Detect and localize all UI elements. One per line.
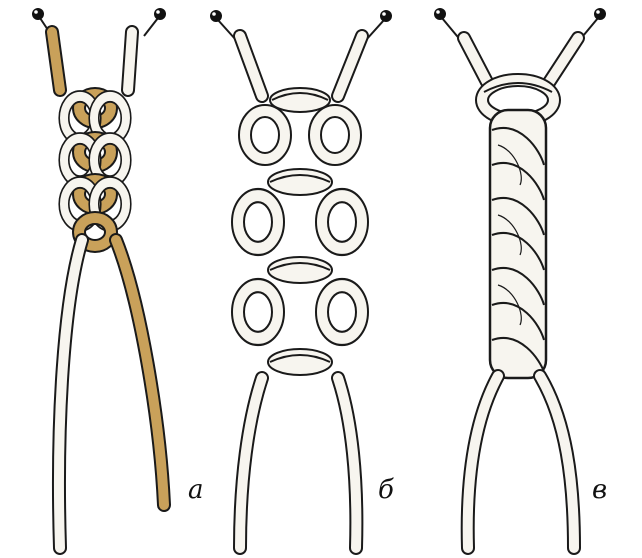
panel-v: в bbox=[434, 8, 607, 555]
cord-top-pair-b bbox=[233, 29, 369, 103]
panel-b: б bbox=[210, 10, 394, 555]
panel-a-label: а bbox=[188, 475, 204, 505]
knot-node bbox=[267, 256, 333, 284]
cord-bottom-left bbox=[51, 233, 89, 555]
cord-top-right bbox=[121, 25, 139, 97]
cord-top-pair-v bbox=[457, 31, 585, 91]
cord-bottom-right bbox=[109, 233, 171, 512]
pin-icon bbox=[365, 10, 392, 41]
spiral-twist-v bbox=[488, 108, 548, 380]
pin-icon bbox=[143, 8, 166, 37]
knot-node bbox=[267, 168, 333, 196]
panel-a: а bbox=[32, 8, 204, 555]
cord-top-left bbox=[45, 25, 67, 97]
knot-node bbox=[269, 87, 331, 113]
knot-chain-a bbox=[64, 94, 126, 246]
panel-b-label: б bbox=[378, 475, 394, 505]
knot-node bbox=[267, 348, 333, 376]
pin-icon bbox=[210, 10, 237, 41]
knot-chain-b bbox=[238, 87, 362, 376]
panel-v-label: в bbox=[592, 475, 607, 505]
cord-bottom-pair-v bbox=[460, 369, 581, 555]
cord-bottom-pair-b bbox=[233, 371, 364, 555]
